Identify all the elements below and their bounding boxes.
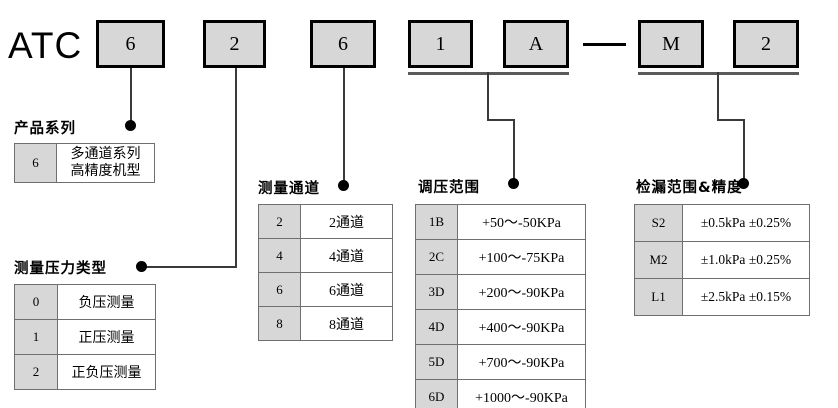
table-row: 0 负压测量 [14,284,156,320]
cell-description: 正压测量 [57,319,156,355]
cell-description: 负压测量 [57,284,156,320]
table-row: 2C +100～-75KPa [415,239,586,275]
connector-dot-series [125,120,136,131]
cell-leak-values: ±1.0kPa ±0.25% [682,241,810,279]
cell-code: 4D [415,309,458,345]
cell-description: 8通道 [300,306,393,341]
table-row: L1 ±2.5kPa ±0.15% [634,278,810,316]
cell-code: 2C [415,239,458,275]
section-title-channels: 测量通道 [258,181,320,197]
table-row: 2 2通道 [258,204,393,239]
table-channels: 2 2通道 4 4通道 6 6通道 8 8通道 [258,204,393,341]
table-row: 4 4通道 [258,238,393,273]
desc-line-1: 多通道系列 [70,147,141,162]
cell-description: 2通道 [300,204,393,239]
cell-code: M2 [634,241,683,279]
leak-range-value: ±2.5kPa [700,289,746,304]
cell-description: 正负压测量 [57,354,156,390]
cell-code: 8 [258,306,301,341]
cell-code: 0 [14,284,58,320]
cell-code: 1B [415,204,458,240]
cell-description: +400～-90KPa [457,309,586,345]
connector-leak-vertical-1 [717,72,719,120]
cell-code: 1 [14,319,58,355]
section-title-leak-range: 检漏范围&精度 [636,180,743,196]
code-box-series: 6 [96,20,165,68]
connector-dot-pressure-type [136,261,147,272]
cell-leak-values: ±2.5kPa ±0.15% [682,278,810,316]
connector-pressure-type-vertical [235,68,237,267]
leak-accuracy-value: ±0.25% [748,215,792,230]
table-row: 5D +700～-90KPa [415,344,586,380]
connector-leak-vertical-2 [743,119,745,181]
table-row: M2 ±1.0kPa ±0.25% [634,241,810,279]
cell-description: +200～-90KPa [457,274,586,310]
connector-dot-regulation [508,178,519,189]
table-row: 3D +200～-90KPa [415,274,586,310]
leak-range-value: ±1.0kPa [700,252,746,267]
leak-accuracy-value: ±0.15% [748,289,792,304]
code-box-leak-2: 2 [733,20,799,68]
leak-range-value: ±0.5kPa [700,215,746,230]
code-box-pressure-type: 2 [203,20,266,68]
desc-line-2: 高精度机型 [70,164,141,180]
connector-regulation-horizontal [487,119,515,121]
cell-code: S2 [634,204,683,242]
section-title-regulation-range: 调压范围 [418,180,480,196]
cell-code: 6D [415,379,458,408]
separator-dash [583,43,626,46]
code-box-regulation-2: A [503,20,569,68]
table-product-series: 6 多通道系列 高精度机型 [14,142,155,184]
table-row: 6D +1000～-90KPa [415,379,586,408]
table-row: 1B +50～-50KPa [415,204,586,240]
section-title-product-series: 产品系列 [14,121,76,137]
table-row: 4D +400～-90KPa [415,309,586,345]
cell-description: +700～-90KPa [457,344,586,380]
leak-accuracy-value: ±0.25% [748,252,792,267]
connector-pressure-type-horizontal [142,266,237,268]
connector-series [130,68,132,123]
cell-description: +100～-75KPa [457,239,586,275]
table-row: 6 多通道系列 高精度机型 [14,142,155,184]
table-row: 2 正负压测量 [14,354,156,390]
connector-dot-leak [738,178,749,189]
table-leak-range: S2 ±0.5kPa ±0.25% M2 ±1.0kPa ±0.25% L1 ±… [634,204,810,316]
cell-description: 多通道系列 高精度机型 [56,142,155,184]
cell-description: 4通道 [300,238,393,273]
cell-code: L1 [634,278,683,316]
connector-dot-channels [338,180,349,191]
cell-description: +50～-50KPa [457,204,586,240]
cell-code: 6 [258,272,301,307]
connector-channels [343,68,345,184]
section-title-pressure-type: 测量压力类型 [14,261,107,277]
table-regulation-range: 1B +50～-50KPa 2C +100～-75KPa 3D +200～-90… [415,204,586,408]
connector-regulation-vertical-1 [487,72,489,120]
table-row: 1 正压测量 [14,319,156,355]
table-row: S2 ±0.5kPa ±0.25% [634,204,810,242]
cell-code: 2 [258,204,301,239]
cell-description: 6通道 [300,272,393,307]
cell-description: +1000～-90KPa [457,379,586,408]
cell-code: 4 [258,238,301,273]
cell-code: 3D [415,274,458,310]
table-pressure-type: 0 负压测量 1 正压测量 2 正负压测量 [14,284,156,390]
cell-code: 5D [415,344,458,380]
cell-code: 2 [14,354,58,390]
cell-leak-values: ±0.5kPa ±0.25% [682,204,810,242]
connector-regulation-vertical-2 [513,119,515,181]
table-row: 6 6通道 [258,272,393,307]
connector-leak-horizontal [717,119,745,121]
code-box-regulation-1: 1 [408,20,473,68]
code-box-channels: 6 [310,20,376,68]
table-row: 8 8通道 [258,306,393,341]
cell-code: 6 [14,142,57,184]
code-box-leak-1: M [638,20,704,68]
brand-label: ATC [8,25,83,66]
